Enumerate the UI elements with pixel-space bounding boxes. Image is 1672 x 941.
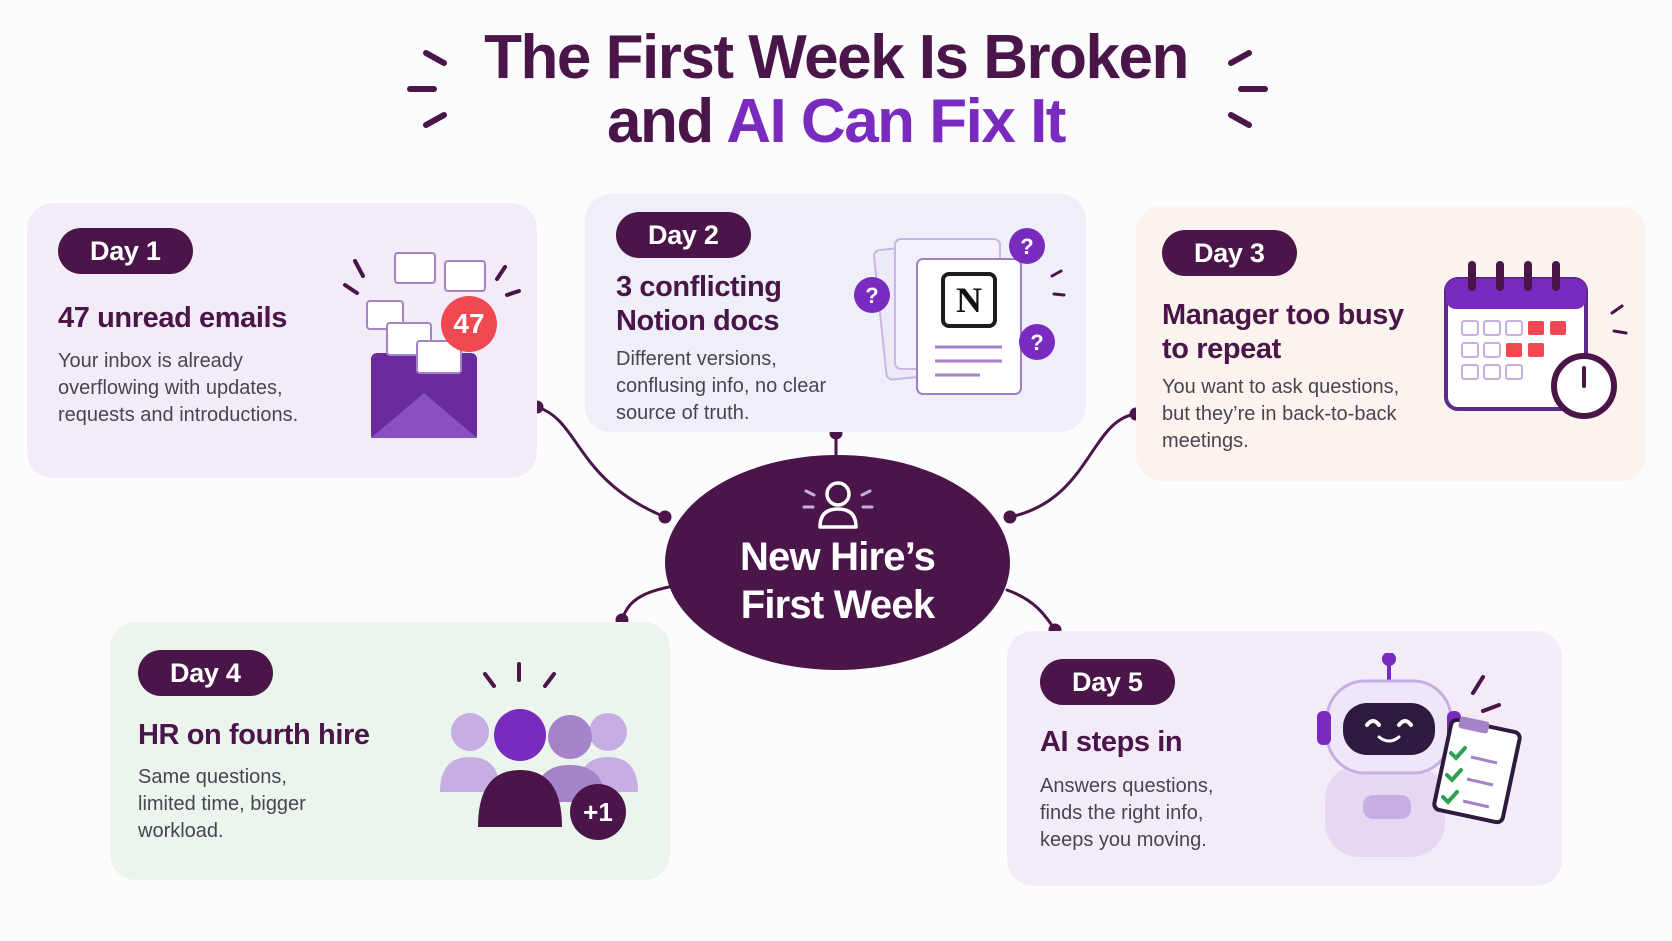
plus-one-badge: +1 <box>583 797 613 827</box>
card-day-3: Day 3 Manager too busy to repeat You wan… <box>1136 206 1646 481</box>
connector-day3 <box>1008 412 1138 519</box>
person-icon <box>802 481 874 529</box>
day-3-heading: Manager too busy to repeat <box>1162 299 1404 365</box>
title-line-2-plain: and <box>607 87 727 156</box>
notion-logo-letter: N <box>956 280 982 320</box>
day-5-heading: AI steps in <box>1040 726 1183 758</box>
day-5-pill: Day 5 <box>1040 659 1175 705</box>
day-2-description: Different versions, conflusing info, no … <box>616 348 827 424</box>
day-1-description: Your inbox is already overflowing with u… <box>58 350 299 426</box>
hub-new-hire-first-week: New Hire’s First Week <box>665 455 1010 670</box>
day-4-pill: Day 4 <box>138 650 273 696</box>
day-1-heading: 47 unread emails <box>58 302 287 334</box>
hub-label: New Hire’s First Week <box>739 535 936 627</box>
svg-text:?: ? <box>1020 234 1033 259</box>
connector-day1 <box>535 405 667 519</box>
card-day-2: Day 2 3 conflicting Notion docs Differen… <box>585 194 1086 432</box>
svg-text:?: ? <box>1030 330 1043 355</box>
day-2-heading: 3 conflicting Notion docs <box>616 271 782 337</box>
day-2-pill: Day 2 <box>616 212 751 258</box>
people-group-icon <box>440 662 638 840</box>
title-line-2: and AI Can Fix It <box>0 90 1672 154</box>
title-line-1: The First Week Is Broken <box>484 23 1189 92</box>
burst-left-icon <box>407 50 447 128</box>
card-day-4: Day 4 HR on fourth hire Same questions, … <box>110 622 670 880</box>
day-1-pill: Day 1 <box>58 228 193 274</box>
day-3-pill: Day 3 <box>1162 230 1297 276</box>
card-day-1: Day 1 47 unread emails Your inbox is alr… <box>27 203 537 478</box>
svg-text:?: ? <box>865 283 878 308</box>
card-day-5: Day 5 AI steps in Answers questions, fin… <box>1007 631 1562 886</box>
title-line-2-accent: AI Can Fix It <box>726 87 1066 156</box>
unread-count-badge: 47 <box>453 308 485 339</box>
day-4-description: Same questions, limited time, bigger wor… <box>138 766 306 842</box>
burst-right-icon <box>1228 50 1268 128</box>
day-3-description: You want to ask questions, but they’re i… <box>1162 376 1400 452</box>
connector-day5 <box>1005 588 1057 632</box>
conflicting-docs-icon: ??? <box>854 228 1066 395</box>
calendar-clock-icon <box>1444 261 1628 419</box>
envelope-stack-icon <box>343 252 521 438</box>
page-title: The First Week Is Broken and AI Can Fix … <box>0 26 1672 154</box>
day-4-heading: HR on fourth hire <box>138 719 370 751</box>
robot-checklist-icon <box>1317 653 1522 857</box>
day-5-description: Answers questions, finds the right info,… <box>1040 775 1214 851</box>
